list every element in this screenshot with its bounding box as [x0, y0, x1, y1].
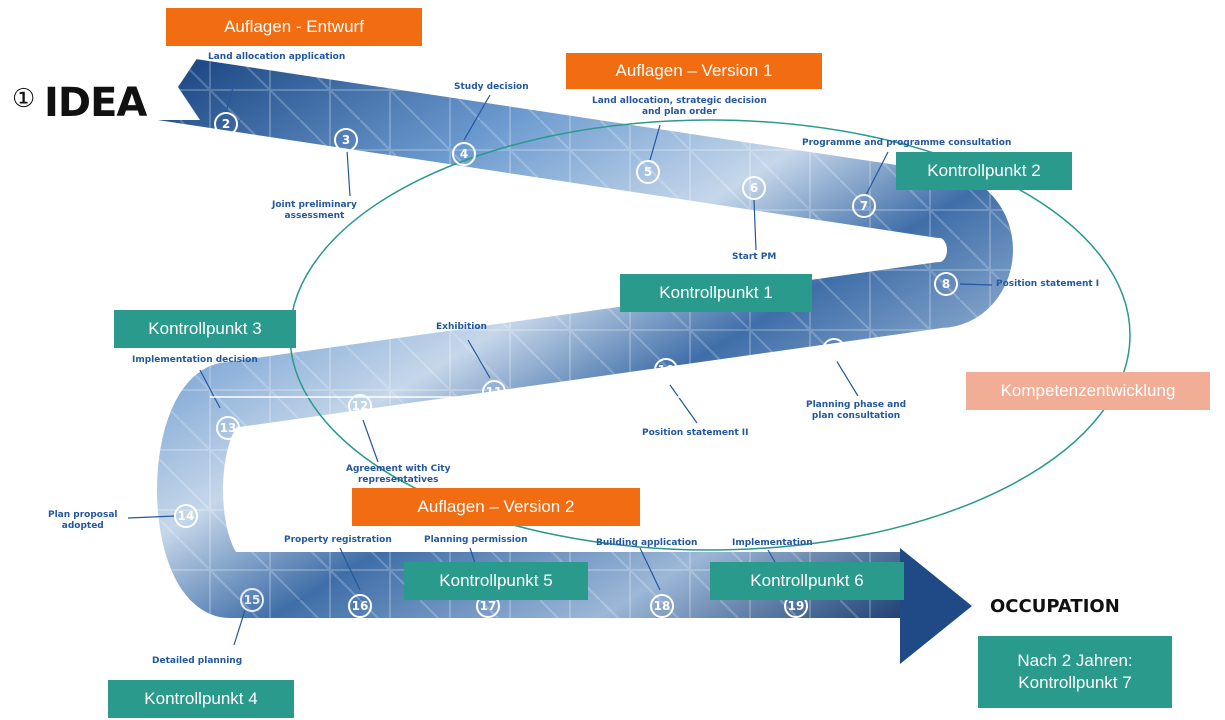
step-5-label: Land allocation, strategic decision and …	[592, 96, 767, 117]
step-8-number: 8	[934, 272, 958, 296]
callout-kontrollpunkt-5: Kontrollpunkt 5	[404, 562, 588, 600]
step-11-label: Exhibition	[436, 322, 487, 332]
callout-auflagen-version-1: Auflagen – Version 1	[566, 53, 822, 89]
callout-kontrollpunkt-2: Kontrollpunkt 2	[896, 152, 1072, 190]
step-8-label: Position statement I	[996, 279, 1100, 289]
connector-lines	[127, 69, 993, 646]
step-7-number: 7	[852, 194, 876, 218]
step-14-number: 14	[174, 504, 198, 528]
callout-kontrollpunkt-3: Kontrollpunkt 3	[114, 310, 296, 348]
step-9-label: Planning phase and plan consultation	[806, 400, 907, 421]
callout-kontrollpunkt-6: Kontrollpunkt 6	[710, 562, 904, 600]
step-18-label: Building application	[596, 538, 698, 548]
callout-kontrollpunkt-4: Kontrollpunkt 4	[108, 680, 294, 718]
step-5-number: 5	[636, 160, 660, 184]
step-6-label: Start PM	[732, 252, 777, 262]
step-11-number: 11	[482, 380, 506, 404]
idea-title: IDEA	[44, 80, 147, 126]
step-17-label: Planning permission	[424, 535, 528, 545]
callout-kontrollpunkt-1: Kontrollpunkt 1	[620, 274, 812, 312]
step-16-number: 16	[348, 594, 372, 618]
step-3-number: 3	[334, 128, 358, 152]
step-10-label: Position statement II	[642, 428, 749, 438]
step-6-number: 6	[742, 176, 766, 200]
road-end-arrow	[900, 548, 972, 664]
road-start-notch	[130, 54, 200, 120]
step-15-number: 15	[240, 588, 264, 612]
step-13-number: 13	[216, 416, 240, 440]
step-9-number: 9	[822, 338, 846, 362]
step-14-label: Plan proposal adopted	[48, 510, 118, 531]
step-13-label: Implementation decision	[132, 355, 258, 365]
step-4-number: 4	[452, 142, 476, 166]
callout-auflagen-entwurf: Auflagen - Entwurf	[166, 8, 422, 46]
step-7-label: Programme and programme consultation	[802, 138, 1012, 148]
step-3-label: Joint preliminary assessment	[272, 200, 357, 221]
step-16-label: Property registration	[284, 535, 392, 545]
step-10-number: 10	[654, 358, 678, 382]
step-15-label: Detailed planning	[152, 656, 243, 666]
step-4-label: Study decision	[454, 82, 529, 92]
step-18-number: 18	[650, 594, 674, 618]
callout-auflagen-version-2: Auflagen – Version 2	[352, 488, 640, 526]
step-19-label: Implementation	[732, 538, 813, 548]
occupation-title: OCCUPATION	[990, 596, 1120, 617]
step-12-number: 12	[348, 394, 372, 418]
callout-kompetenzentwicklung: Kompetenzentwicklung	[966, 372, 1210, 410]
idea-marker: ①	[12, 84, 36, 114]
callout-kontrollpunkt-7: Nach 2 Jahren: Kontrollpunkt 7	[978, 636, 1172, 708]
step-2-number: 2	[214, 112, 238, 136]
step-2-label: Land allocation application	[208, 52, 346, 62]
step-12-label: Agreement with City representatives	[346, 464, 451, 485]
